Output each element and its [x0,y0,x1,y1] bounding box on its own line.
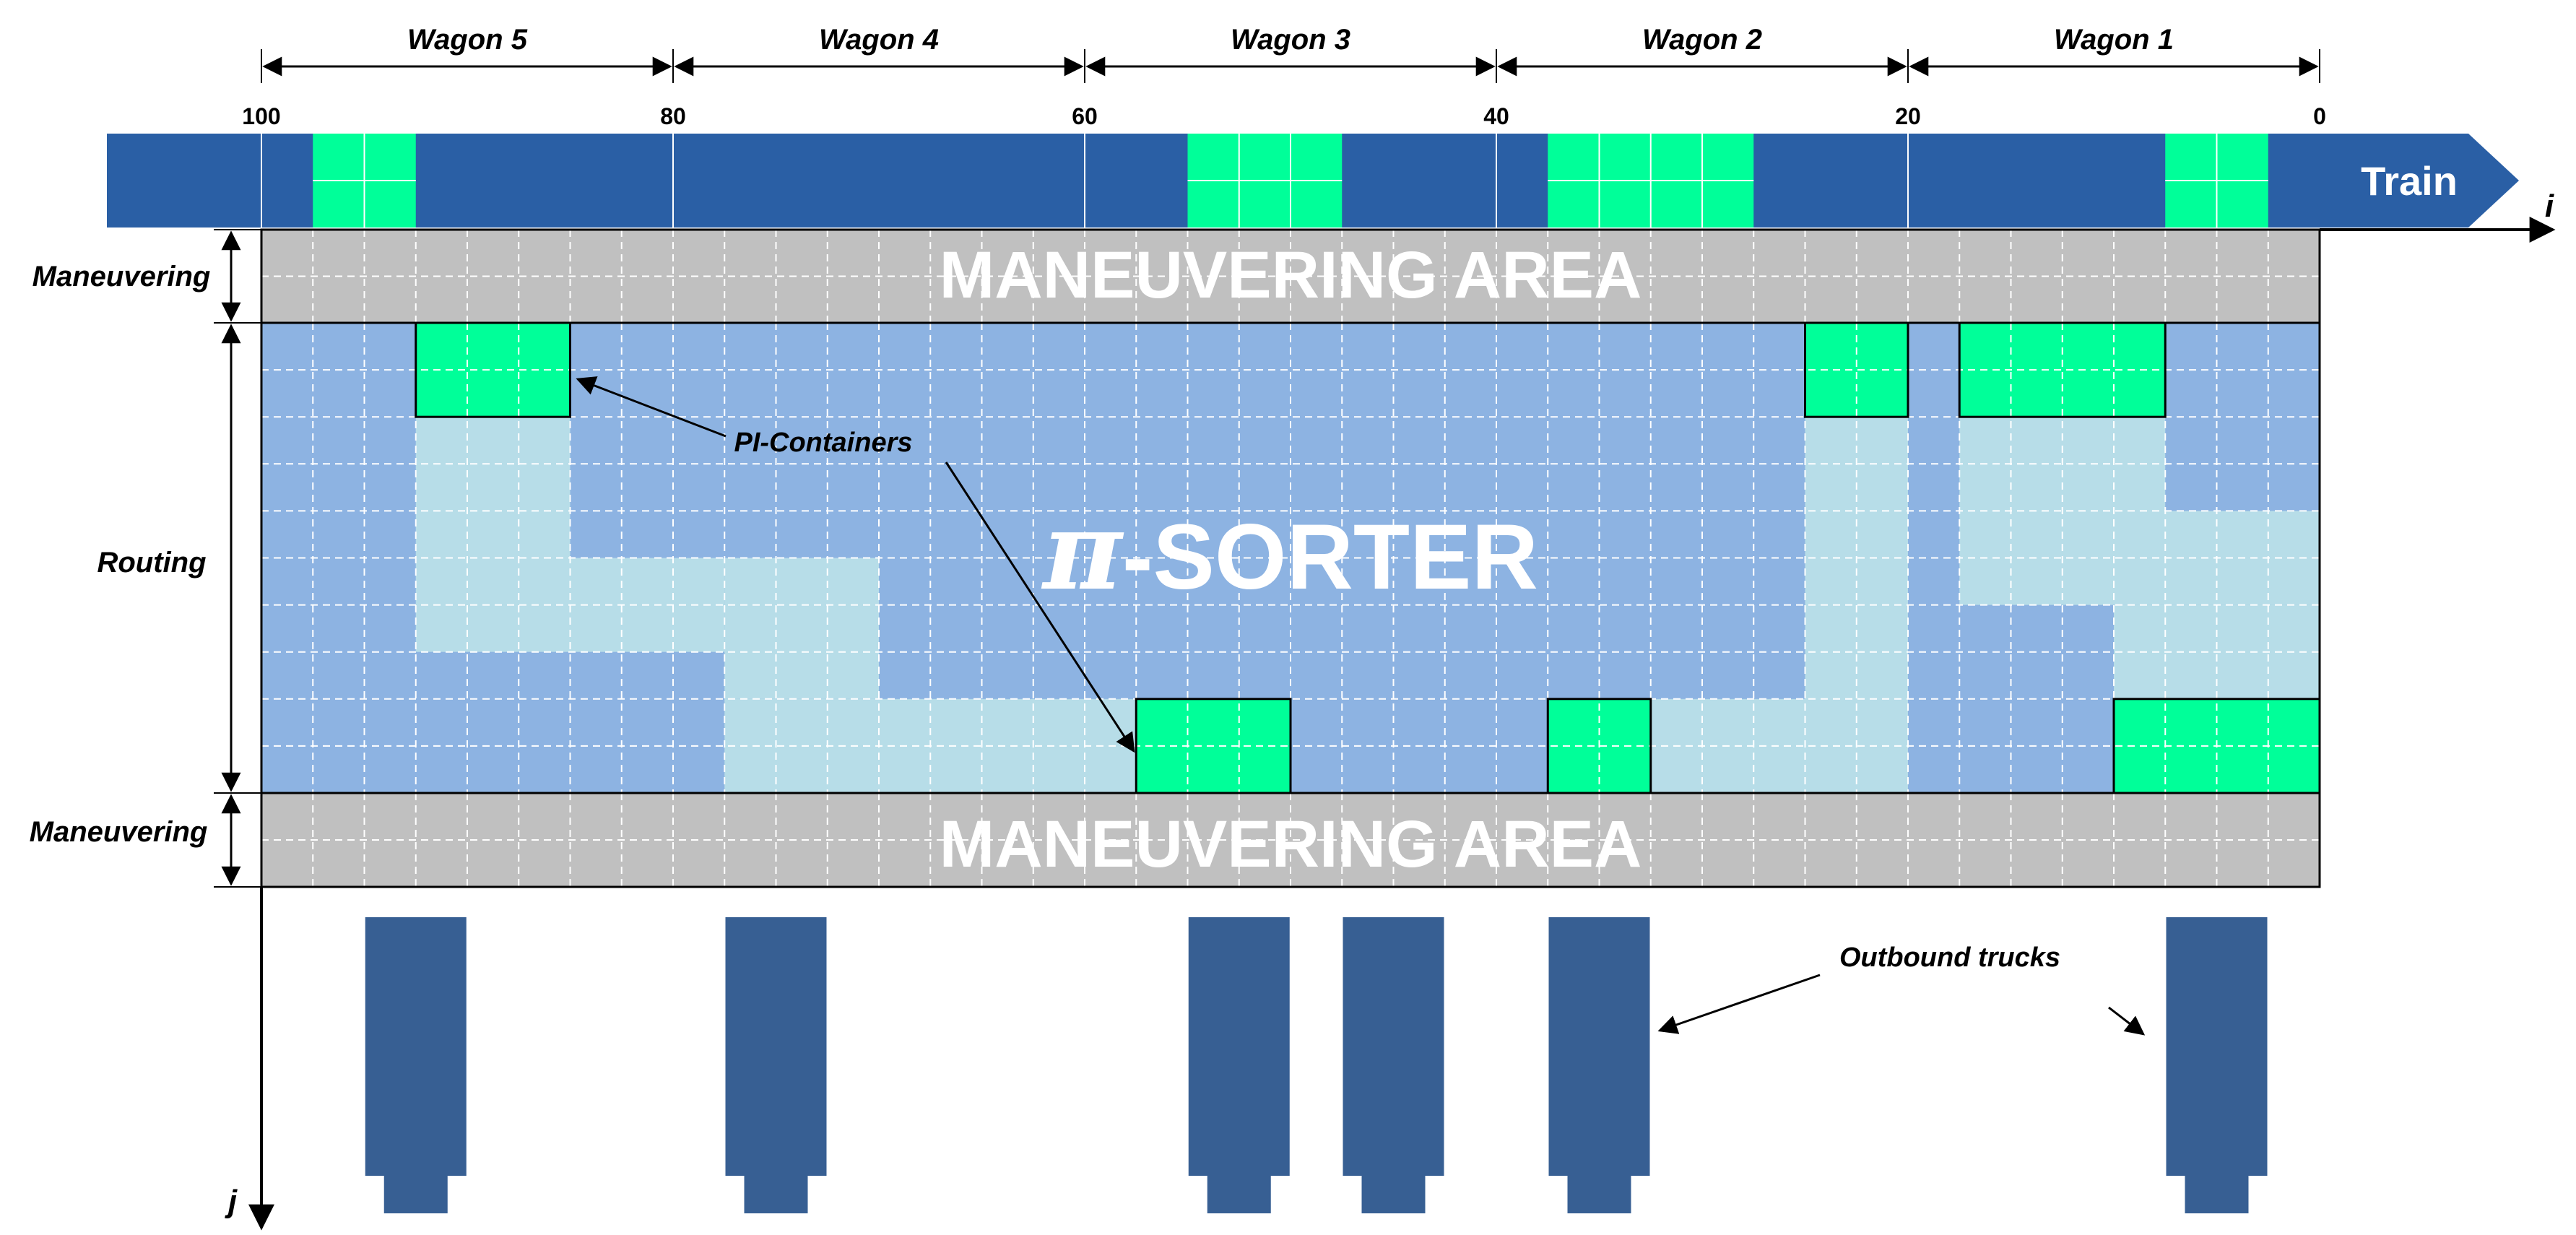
outbound-truck [365,917,467,1213]
outbound-truck [1188,917,1290,1213]
annotation-arrows [576,376,2146,1036]
axis-j-label: j [225,1184,238,1219]
outbound-trucks [365,917,2268,1213]
truck-cab [2185,1176,2249,1213]
wagon-dimension-lines [261,49,2320,83]
truck-trailer [1343,917,1444,1176]
outbound-truck [725,917,827,1213]
annotation-pi-containers: PI-Containers [734,428,912,458]
truck-trailer [1188,917,1290,1176]
wagon-label: Wagon 1 [2054,24,2174,56]
truck-cab [1207,1176,1271,1213]
maneuvering-area-top-grid [261,230,2320,323]
maneuvering-area-top: MANEUVERING AREA [260,228,2321,324]
truck-cab [1567,1176,1631,1213]
zone-label-routing: Routing [97,547,206,578]
outbound-truck [2166,917,2268,1213]
axis-i-label: i [2545,188,2554,224]
arrow-to-truck-2 [1657,974,1821,1034]
truck-trailer [2166,917,2268,1176]
zone-label-maneuvering-top: Maneuvering [32,261,211,292]
position-tick-label: 20 [1895,103,1921,129]
pi-sorter-area: π-SORTER [260,321,2321,794]
wagon-label: Wagon 3 [1231,24,1350,56]
train-arrow-head [2320,134,2519,228]
position-tick-label: 60 [1072,103,1098,129]
maneuvering-area-bottom-outline [260,792,2321,888]
truck-trailer [365,917,467,1176]
axes: i j [225,188,2556,1231]
arrow-to-bottom-container [945,462,1135,753]
train-label: Train [2361,158,2458,204]
arrow-to-truck-1 [2108,1006,2146,1036]
maneuvering-area-bottom: MANEUVERING AREA [260,792,2321,888]
maneuvering-area-bottom-title: MANEUVERING AREA [940,807,1642,881]
routing-path-cell [724,558,879,699]
pi-symbol: π [1041,488,1124,615]
truck-trailer [1548,917,1650,1176]
position-tick-label: 100 [242,103,280,129]
maneuvering-area-bottom-grid [261,793,2320,887]
outbound-truck [1343,917,1444,1213]
wagon-label: Wagon 4 [819,24,939,56]
position-tick-label: 40 [1483,103,1509,129]
wagon-label: Wagon 2 [1642,24,1762,56]
position-tick-labels: 100 80 60 40 20 0 [242,103,2326,129]
truck-cab [383,1176,448,1213]
truck-cab [744,1176,808,1213]
wagon-labels: Wagon 5 Wagon 4 Wagon 3 Wagon 2 Wagon 1 [407,24,2174,56]
maneuvering-area-top-title: MANEUVERING AREA [940,238,1642,312]
annotation-outbound-trucks: Outbound trucks [1839,942,2060,973]
arrow-to-top-container [576,376,727,438]
train-grid [261,134,2268,228]
position-tick-label: 80 [660,103,686,129]
routing-path-cell [415,417,571,652]
sorter-word: -SORTER [1122,506,1538,609]
outbound-truck [1548,917,1650,1213]
position-tick-label: 0 [2313,103,2326,129]
zone-dimension-lines [214,229,261,888]
sorter-title: π-SORTER [1041,488,1538,615]
zone-label-maneuvering-bottom: Maneuvering [30,816,208,848]
truck-cab [1361,1176,1426,1213]
wagon-label: Wagon 5 [407,24,528,56]
train-band: Train [107,134,2519,228]
truck-trailer [725,917,827,1176]
